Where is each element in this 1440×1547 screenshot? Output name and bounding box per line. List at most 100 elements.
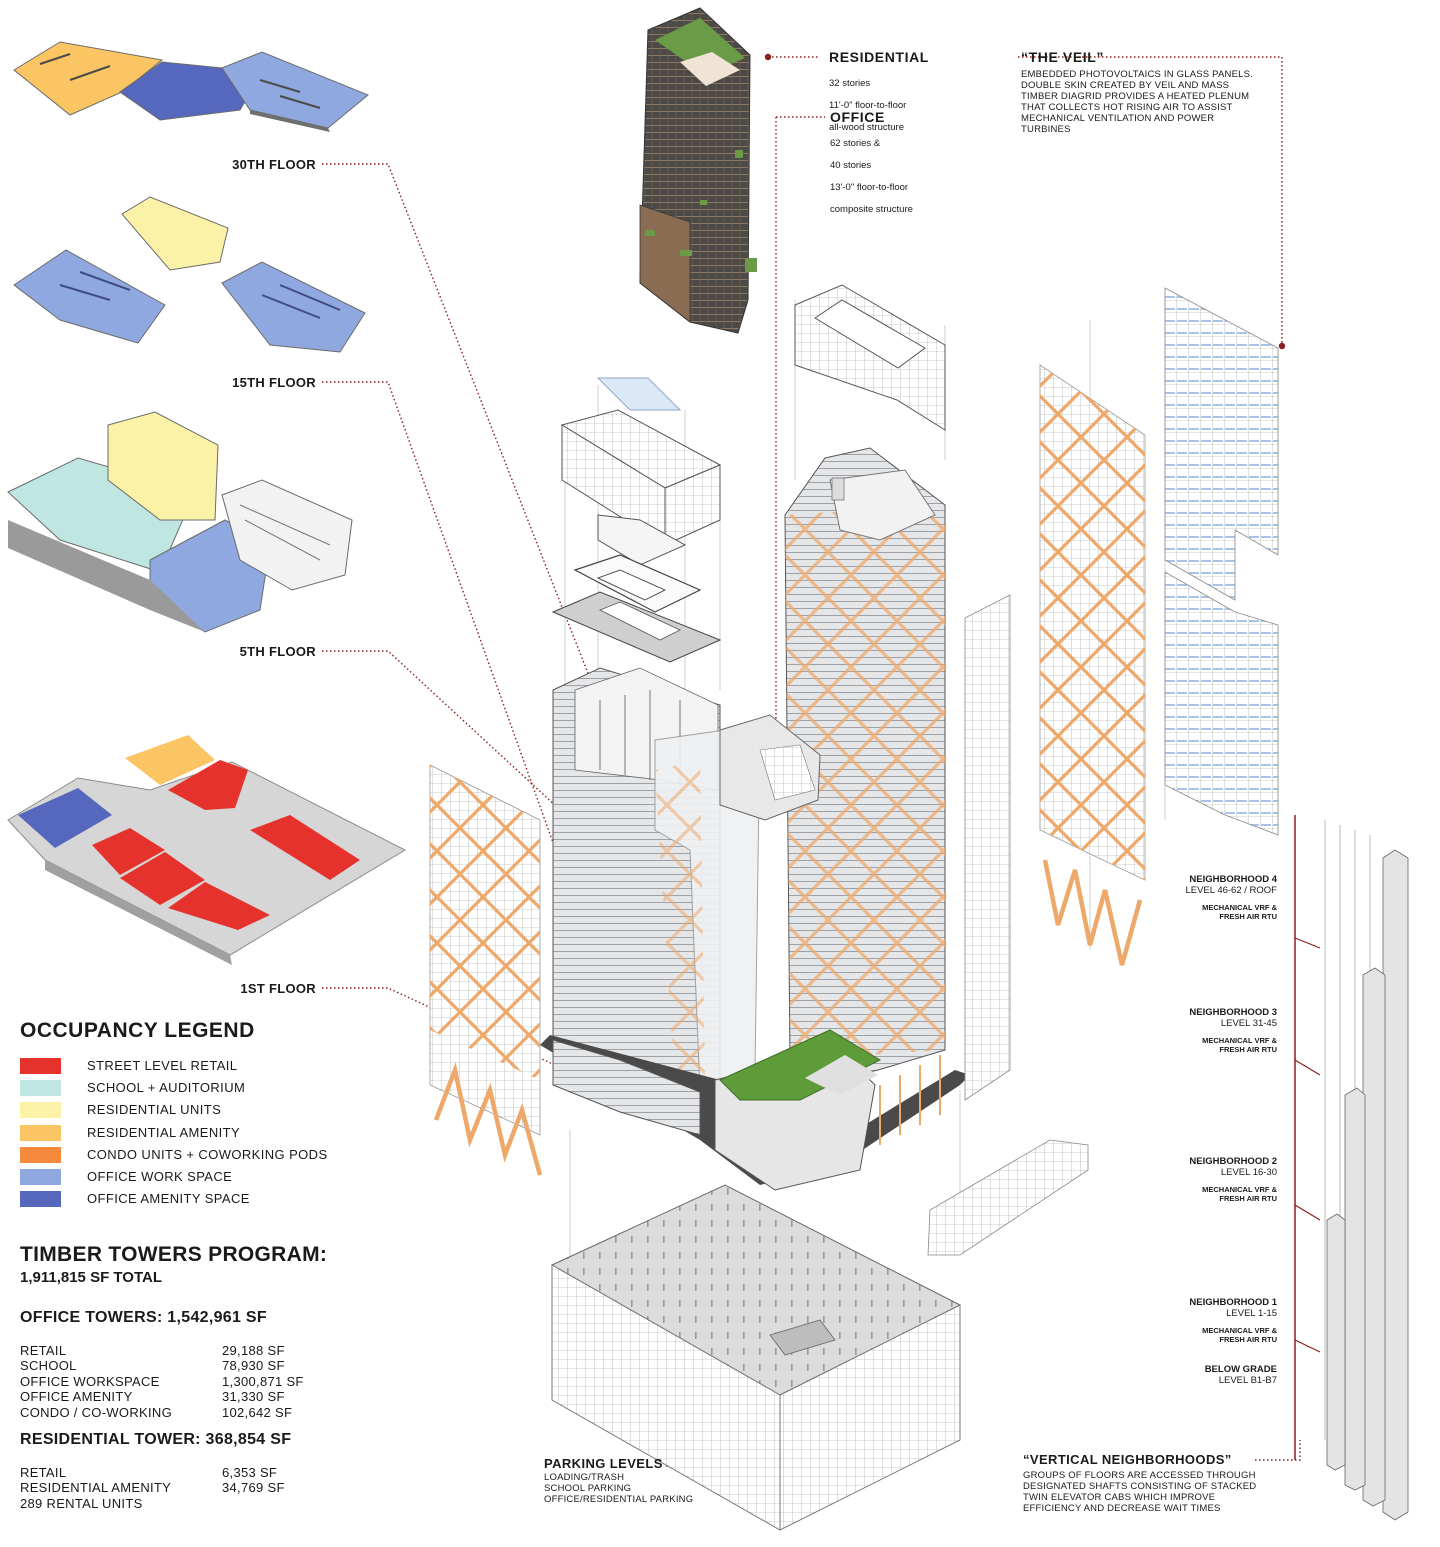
neighborhood-title: NEIGHBORHOOD 2 bbox=[1189, 1156, 1277, 1167]
callout-line: 40 stories bbox=[830, 160, 872, 171]
callout-line: TURBINES bbox=[1021, 124, 1071, 135]
callout-line: SCHOOL PARKING bbox=[544, 1483, 632, 1494]
legend-label: RESIDENTIAL AMENITY bbox=[87, 1125, 241, 1140]
legend-item: RESIDENTIAL UNITS bbox=[20, 1102, 380, 1120]
elevator-shafts bbox=[1294, 815, 1409, 1521]
neighborhood-title: NEIGHBORHOOD 1 bbox=[1189, 1297, 1277, 1308]
program-row-label: RETAIL bbox=[20, 1343, 67, 1358]
legend-item: RESIDENTIAL AMENITY bbox=[20, 1125, 380, 1143]
neighborhood-level: LEVEL 46-62 / ROOF bbox=[1185, 885, 1277, 896]
callout-line: 62 stories & bbox=[830, 138, 881, 149]
program-row-value: 1,300,871 SF bbox=[222, 1374, 304, 1389]
program-row-value: 34,769 SF bbox=[222, 1480, 285, 1495]
skylight-piece bbox=[596, 377, 682, 411]
neighborhood-title: BELOW GRADE bbox=[1204, 1364, 1277, 1375]
callout-line: 32 stories bbox=[829, 78, 871, 89]
neighborhood-level: LEVEL 1-15 bbox=[1226, 1308, 1277, 1319]
neighborhood-title: NEIGHBORHOOD 4 bbox=[1189, 874, 1277, 885]
neighborhood-below-grade: BELOW GRADE LEVEL B1-B7 bbox=[1117, 1364, 1277, 1386]
residential-callout-title: RESIDENTIAL bbox=[829, 49, 929, 65]
callout-line: DESIGNATED SHAFTS CONSISTING OF STACKED bbox=[1023, 1481, 1257, 1492]
legend-item: STREET LEVEL RETAIL bbox=[20, 1058, 380, 1076]
plan-1st-floor bbox=[7, 735, 407, 965]
program-row: RETAIL 29,188 SF bbox=[20, 1343, 350, 1359]
callout-line: GROUPS OF FLOORS ARE ACCESSED THROUGH bbox=[1023, 1470, 1256, 1481]
veil-panels bbox=[1164, 287, 1279, 836]
floor-label-15th: 15TH FLOOR bbox=[232, 375, 316, 390]
right-tower-crown-wireframe bbox=[794, 284, 946, 431]
neighborhood-mech: MECHANICAL VRF & FRESH AIR RTU bbox=[1202, 1036, 1277, 1054]
legend-label: OFFICE AMENITY SPACE bbox=[87, 1191, 250, 1206]
right-diagrid-panel bbox=[1039, 364, 1146, 966]
floor-label-5th: 5TH FLOOR bbox=[239, 644, 316, 659]
callout-line: TIMBER DIAGRID PROVIDES A HEATED PLENUM bbox=[1021, 91, 1250, 102]
legend-label: STREET LEVEL RETAIL bbox=[87, 1058, 238, 1073]
callout-line: LOADING/TRASH bbox=[544, 1472, 625, 1483]
legend-swatch bbox=[20, 1058, 61, 1074]
residential-callout-lines: 32 stories 11'-0" floor-to-floor all-woo… bbox=[829, 67, 929, 144]
legend-item: CONDO UNITS + COWORKING PODS bbox=[20, 1147, 380, 1165]
left-office-tower bbox=[552, 667, 761, 1113]
callout-line: 13'-0" floor-to-floor bbox=[830, 182, 909, 193]
neighborhood-mech: MECHANICAL VRF & FRESH AIR RTU bbox=[1202, 903, 1277, 921]
slender-glass-panel bbox=[964, 594, 1011, 1101]
vertical-callout-title: “VERTICAL NEIGHBORHOODS” bbox=[1023, 1452, 1232, 1467]
office-callout: OFFICE 62 stories & 40 stories 13'-0" fl… bbox=[830, 109, 913, 226]
program-total: 1,911,815 SF TOTAL bbox=[20, 1269, 163, 1286]
program-row: OFFICE WORKSPACE 1,300,871 SF bbox=[20, 1374, 350, 1390]
legend-label: OFFICE WORK SPACE bbox=[87, 1169, 233, 1184]
program-row-label: 289 RENTAL UNITS bbox=[20, 1496, 143, 1511]
callout-line: all-wood structure bbox=[829, 122, 904, 133]
office-callout-title: OFFICE bbox=[830, 109, 885, 125]
program-row-value: 78,930 SF bbox=[222, 1358, 285, 1373]
neighborhood-mech: MECHANICAL VRF & FRESH AIR RTU bbox=[1202, 1185, 1277, 1203]
veil-callout-lines: EMBEDDED PHOTOVOLTAICS IN GLASS PANELS. … bbox=[1021, 69, 1271, 135]
legend-label: CONDO UNITS + COWORKING PODS bbox=[87, 1147, 328, 1162]
neighborhood-1: NEIGHBORHOOD 1 LEVEL 1-15 MECHANICAL VRF… bbox=[1117, 1297, 1277, 1344]
neighborhood-4: NEIGHBORHOOD 4 LEVEL 46-62 / ROOF MECHAN… bbox=[1117, 874, 1277, 921]
plan-30th-floor bbox=[13, 41, 369, 132]
ramp bbox=[927, 1139, 1089, 1256]
plan-5th-floor bbox=[7, 411, 353, 633]
legend-swatch bbox=[20, 1147, 61, 1163]
legend-title: OCCUPANCY LEGEND bbox=[20, 1019, 255, 1042]
program-row-label: SCHOOL bbox=[20, 1358, 77, 1373]
roof-crown-wireframe bbox=[560, 409, 722, 546]
callout-line: THAT COLLECTS HOT RISING AIR TO ASSIST bbox=[1021, 102, 1233, 113]
veil-callout: “THE VEIL” EMBEDDED PHOTOVOLTAICS IN GLA… bbox=[1021, 49, 1271, 135]
legend-swatch bbox=[20, 1169, 61, 1185]
program-row: 289 RENTAL UNITS bbox=[20, 1496, 350, 1512]
callout-line: 11'-0" floor-to-floor bbox=[829, 100, 907, 111]
legend-label: SCHOOL + AUDITORIUM bbox=[87, 1080, 246, 1095]
neighborhood-mech: MECHANICAL VRF & FRESH AIR RTU bbox=[1202, 1326, 1277, 1344]
program-row-label: RETAIL bbox=[20, 1465, 67, 1480]
legend-swatch bbox=[20, 1102, 61, 1118]
callout-line: TWIN ELEVATOR CABS WHICH IMPROVE bbox=[1023, 1492, 1216, 1503]
residential-callout: RESIDENTIAL 32 stories 11'-0" floor-to-f… bbox=[829, 49, 929, 144]
callout-line: DOUBLE SKIN CREATED BY VEIL AND MASS bbox=[1021, 80, 1230, 91]
neighborhood-title: NEIGHBORHOOD 3 bbox=[1189, 1007, 1277, 1018]
parking-levels-model bbox=[550, 1184, 962, 1531]
legend-swatch bbox=[20, 1125, 61, 1141]
legend-item: OFFICE WORK SPACE bbox=[20, 1169, 380, 1187]
program-row-value: 6,353 SF bbox=[222, 1465, 278, 1480]
legend-swatch bbox=[20, 1080, 61, 1096]
neighborhood-level: LEVEL 31-45 bbox=[1220, 1018, 1277, 1029]
program-row-label: OFFICE WORKSPACE bbox=[20, 1374, 160, 1389]
program-title: TIMBER TOWERS PROGRAM: bbox=[20, 1243, 328, 1266]
right-office-tower bbox=[784, 447, 946, 1081]
podium-base bbox=[540, 1029, 970, 1191]
plan-15th-floor bbox=[13, 196, 366, 353]
program-row-value: 29,188 SF bbox=[222, 1343, 285, 1358]
parking-callout-title: PARKING LEVELS bbox=[544, 1456, 663, 1471]
residential-tower-model bbox=[639, 7, 757, 334]
callout-line: EMBEDDED PHOTOVOLTAICS IN GLASS PANELS. bbox=[1021, 69, 1253, 80]
office-callout-lines: 62 stories & 40 stories 13'-0" floor-to-… bbox=[830, 127, 913, 226]
program-row: SCHOOL 78,930 SF bbox=[20, 1358, 350, 1374]
program-row-value: 102,642 SF bbox=[222, 1405, 293, 1420]
callout-line: OFFICE/RESIDENTIAL PARKING bbox=[544, 1494, 694, 1505]
program-row: RETAIL 6,353 SF bbox=[20, 1465, 350, 1481]
